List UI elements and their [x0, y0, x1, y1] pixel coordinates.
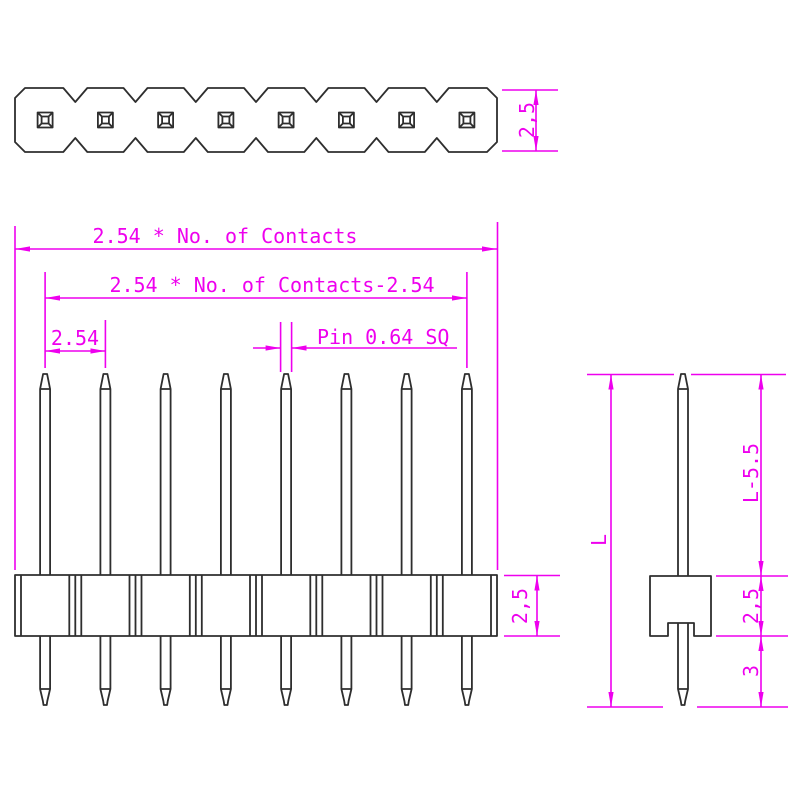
side-pin-lower	[677, 623, 689, 706]
contact-pad	[337, 111, 355, 129]
contact-pad	[36, 111, 54, 129]
front-view	[14, 373, 498, 706]
label-total-width: 2.54 * No. of Contacts	[93, 224, 358, 248]
pin	[280, 373, 293, 576]
label-pin-size: Pin 0.64 SQ	[317, 325, 449, 349]
label-contact-span: 2.54 * No. of Contacts-2.54	[109, 273, 434, 297]
label-top-body-height: 2,5	[515, 102, 539, 138]
side-extension-lines	[587, 373, 788, 708]
dimension-labels: 2,5 2.54 * No. of Contacts 2.54 * No. of…	[51, 102, 763, 677]
label-front-body-height: 2,5	[508, 588, 532, 624]
label-side-body-height: 2,5	[739, 588, 763, 624]
contact-pad	[217, 111, 235, 129]
pin	[460, 373, 473, 576]
pin-tail	[39, 635, 51, 706]
pin	[159, 373, 172, 576]
pin-tail	[159, 635, 172, 706]
side-pin-upper	[677, 373, 689, 576]
dimension-lines	[14, 89, 788, 708]
pin	[39, 373, 51, 576]
dim-front-body-height	[504, 574, 560, 637]
pin-tail	[219, 635, 232, 706]
contact-pad	[458, 111, 476, 129]
dim-top-body-height	[502, 89, 558, 152]
segment-divider	[429, 574, 444, 637]
pin-tail	[400, 635, 413, 706]
part-outlines	[14, 87, 712, 706]
top-view-body-outline	[14, 87, 498, 153]
pin	[400, 373, 413, 576]
contact-pad	[398, 111, 416, 129]
contact-pad	[97, 111, 114, 129]
segment-divider	[68, 574, 83, 637]
contact-pad	[277, 111, 295, 129]
segment-divider	[188, 574, 203, 637]
segment-divider	[369, 574, 384, 637]
side-view	[649, 373, 712, 706]
side-body	[649, 575, 712, 637]
segment-divider	[128, 574, 143, 637]
pin-tail	[280, 635, 293, 706]
pin	[219, 373, 232, 576]
segment-divider	[309, 574, 324, 637]
label-upper-pin-length: L-5.5	[739, 443, 763, 503]
contact-pad	[157, 111, 175, 129]
pin-tail	[340, 635, 353, 706]
label-pitch: 2.54	[51, 326, 99, 350]
dim-front-pitch	[45, 320, 107, 368]
top-view	[14, 87, 498, 153]
segment-divider	[249, 574, 263, 637]
front-body-end-chamfers	[20, 575, 492, 636]
pin-tail	[460, 635, 473, 706]
pin	[340, 373, 353, 576]
label-overall-length: L	[587, 534, 611, 546]
label-tail-length: 3	[739, 665, 763, 677]
dim-front-pin-size	[253, 322, 457, 372]
pin	[99, 373, 112, 576]
pin-tail	[99, 635, 112, 706]
dim-front-total-width	[14, 222, 499, 570]
